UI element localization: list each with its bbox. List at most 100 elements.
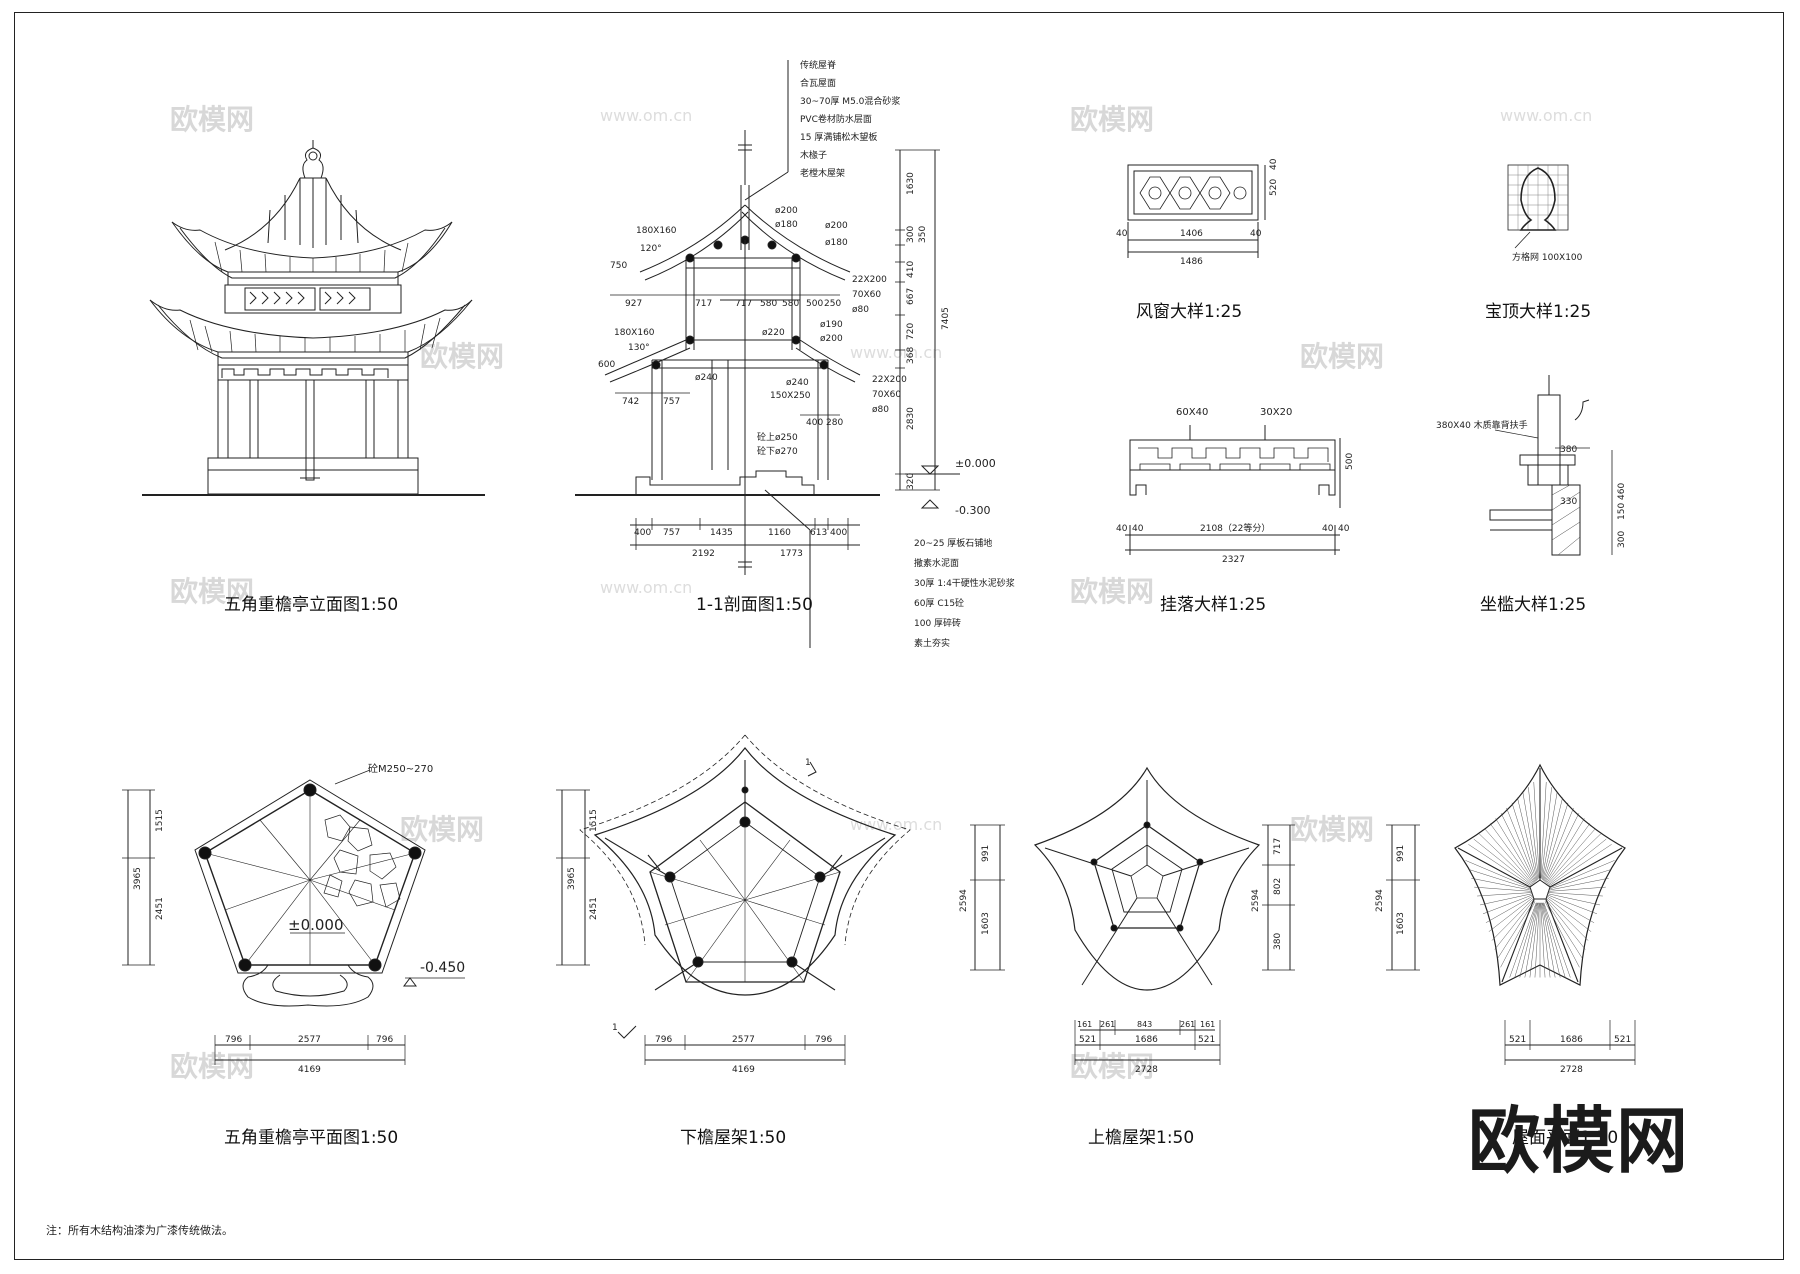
dim-label: 1773 bbox=[780, 549, 803, 559]
dim-label: 2451 bbox=[589, 897, 599, 920]
dim-label: 410 bbox=[906, 261, 916, 278]
dim-label: ø240 bbox=[786, 378, 809, 388]
roof-tile-line bbox=[1546, 895, 1595, 923]
dim-label: 2728 bbox=[1560, 1065, 1583, 1075]
dim-label: 580 bbox=[782, 299, 799, 309]
dim-label: 161 bbox=[1200, 1020, 1215, 1029]
dim-label: 927 bbox=[625, 299, 642, 309]
layer-note: 30~70厚 M5.0混合砂浆 bbox=[800, 95, 900, 107]
dim-label: ø180 bbox=[775, 220, 798, 230]
dim-label: 757 bbox=[663, 397, 680, 407]
roof-tile-line bbox=[1547, 892, 1603, 897]
dim-label: 砼M250~270 bbox=[368, 762, 433, 775]
dim-label: 380 bbox=[1560, 445, 1577, 455]
roof-tile-line bbox=[1517, 797, 1538, 881]
roof-tile-line bbox=[1546, 823, 1591, 884]
dim-label: 180X160 bbox=[614, 328, 655, 338]
title-finial: 宝顶大样1:25 bbox=[1485, 302, 1592, 322]
roof-tile-line bbox=[1485, 895, 1534, 923]
roof-tile-line bbox=[1543, 802, 1569, 881]
dim-label: 120° bbox=[640, 244, 662, 254]
roof-tile-line bbox=[1489, 823, 1534, 884]
title-bench: 坐槛大样1:25 bbox=[1480, 595, 1587, 615]
title-lower-frame: 下檐屋架1:50 bbox=[680, 1128, 787, 1148]
dim-label: 521 bbox=[1614, 1035, 1631, 1045]
dim-label: 667 bbox=[906, 288, 916, 305]
roof-tile-line bbox=[1547, 833, 1601, 885]
roof-tile-line bbox=[1545, 899, 1586, 950]
dim-label: 796 bbox=[815, 1035, 832, 1045]
title-roof-plan: 屋面平面1:50 bbox=[1512, 1128, 1619, 1148]
level-label: -0.300 bbox=[955, 504, 990, 517]
roof-tile-line bbox=[1548, 886, 1606, 892]
roof-tile-line bbox=[1545, 897, 1589, 941]
dim-label: 2594 bbox=[1251, 889, 1261, 912]
dim-label: 7405 bbox=[941, 307, 951, 330]
dim-label: 40 bbox=[1322, 524, 1334, 534]
dim-label: 2577 bbox=[298, 1035, 321, 1045]
dim-label: 796 bbox=[376, 1035, 393, 1045]
dim-label: 3965 bbox=[133, 867, 143, 890]
roof-tile-line bbox=[1477, 892, 1533, 897]
dim-label: 22X200 bbox=[872, 375, 907, 385]
roof-tile-line bbox=[1541, 902, 1556, 978]
dim-label: 2594 bbox=[1375, 889, 1385, 912]
roof-tile-line bbox=[1544, 807, 1574, 882]
dim-label: 580 bbox=[760, 299, 777, 309]
dim-label: 521 bbox=[1509, 1035, 1526, 1045]
dim-label: 521 bbox=[1198, 1035, 1215, 1045]
layer-note: 木椽子 bbox=[800, 149, 827, 161]
dim-label: ø220 bbox=[762, 328, 785, 338]
dim-label: 720 bbox=[906, 323, 916, 340]
title-elevation: 五角重檐亭立面图1:50 bbox=[224, 595, 399, 615]
roof-tile-line bbox=[1544, 901, 1580, 968]
brand-logo-text: 欧模网 bbox=[1468, 1099, 1691, 1183]
roof-tile-line bbox=[1540, 902, 1546, 978]
dim-label: 400 bbox=[830, 528, 847, 538]
dim-label: ø200 bbox=[820, 334, 843, 344]
dim-label: 130° bbox=[628, 343, 650, 353]
roof-tile-line bbox=[1529, 902, 1539, 978]
dim-label: 150X250 bbox=[770, 391, 811, 401]
dim-label: 750 bbox=[610, 261, 627, 271]
dim-label: 500 bbox=[806, 299, 823, 309]
roof-tile-line bbox=[1474, 886, 1532, 892]
roof-tile-line bbox=[1482, 894, 1533, 915]
watermark: 欧模网 bbox=[170, 1050, 255, 1083]
dim-label: 300 bbox=[1617, 531, 1627, 548]
dim-label: 22X200 bbox=[852, 275, 887, 285]
dim-label: 400 bbox=[634, 528, 651, 538]
roof-tile-line bbox=[1519, 902, 1538, 978]
dim-label: 3965 bbox=[567, 867, 577, 890]
dim-label: 613 bbox=[810, 528, 827, 538]
layer-note: 传统屋脊 bbox=[800, 59, 836, 71]
watermark: 欧模网 bbox=[1070, 1050, 1155, 1083]
section-mark: 1 bbox=[805, 758, 811, 768]
title-plan: 五角重檐亭平面图1:50 bbox=[224, 1128, 399, 1148]
layer-note: 撒素水泥面 bbox=[914, 557, 959, 569]
roof-tile-line bbox=[1547, 893, 1600, 906]
roof-tile-line bbox=[1546, 828, 1596, 885]
dim-label: ø200 bbox=[825, 221, 848, 231]
wind-window-detail bbox=[1127, 164, 1266, 258]
dim-label: 40 bbox=[1269, 158, 1279, 170]
dim-label: 2577 bbox=[732, 1035, 755, 1045]
dim-label: 380 bbox=[1273, 933, 1283, 950]
hanging-fret-detail bbox=[1125, 425, 1341, 555]
title-wind-window: 风窗大样1:25 bbox=[1136, 302, 1243, 322]
dim-label: 2728 bbox=[1135, 1065, 1158, 1075]
dim-label: 796 bbox=[225, 1035, 242, 1045]
watermark: 欧模网 bbox=[1290, 813, 1375, 846]
dim-label: 1515 bbox=[155, 809, 165, 832]
roof-tile-line bbox=[1500, 813, 1536, 883]
dim-label: 70X60 bbox=[852, 290, 881, 300]
watermark-url: www.om.cn bbox=[600, 578, 693, 597]
dim-label: 802 bbox=[1273, 878, 1283, 895]
drawing-sheet-frame bbox=[14, 12, 1784, 1260]
dim-label: 717 bbox=[1273, 838, 1283, 855]
roof-tile-line bbox=[1468, 869, 1532, 890]
roof-tile-line bbox=[1542, 797, 1563, 881]
roof-tile-line bbox=[1468, 844, 1532, 887]
dim-label: 843 bbox=[1137, 1020, 1152, 1029]
roof-tile-line bbox=[1500, 901, 1536, 968]
